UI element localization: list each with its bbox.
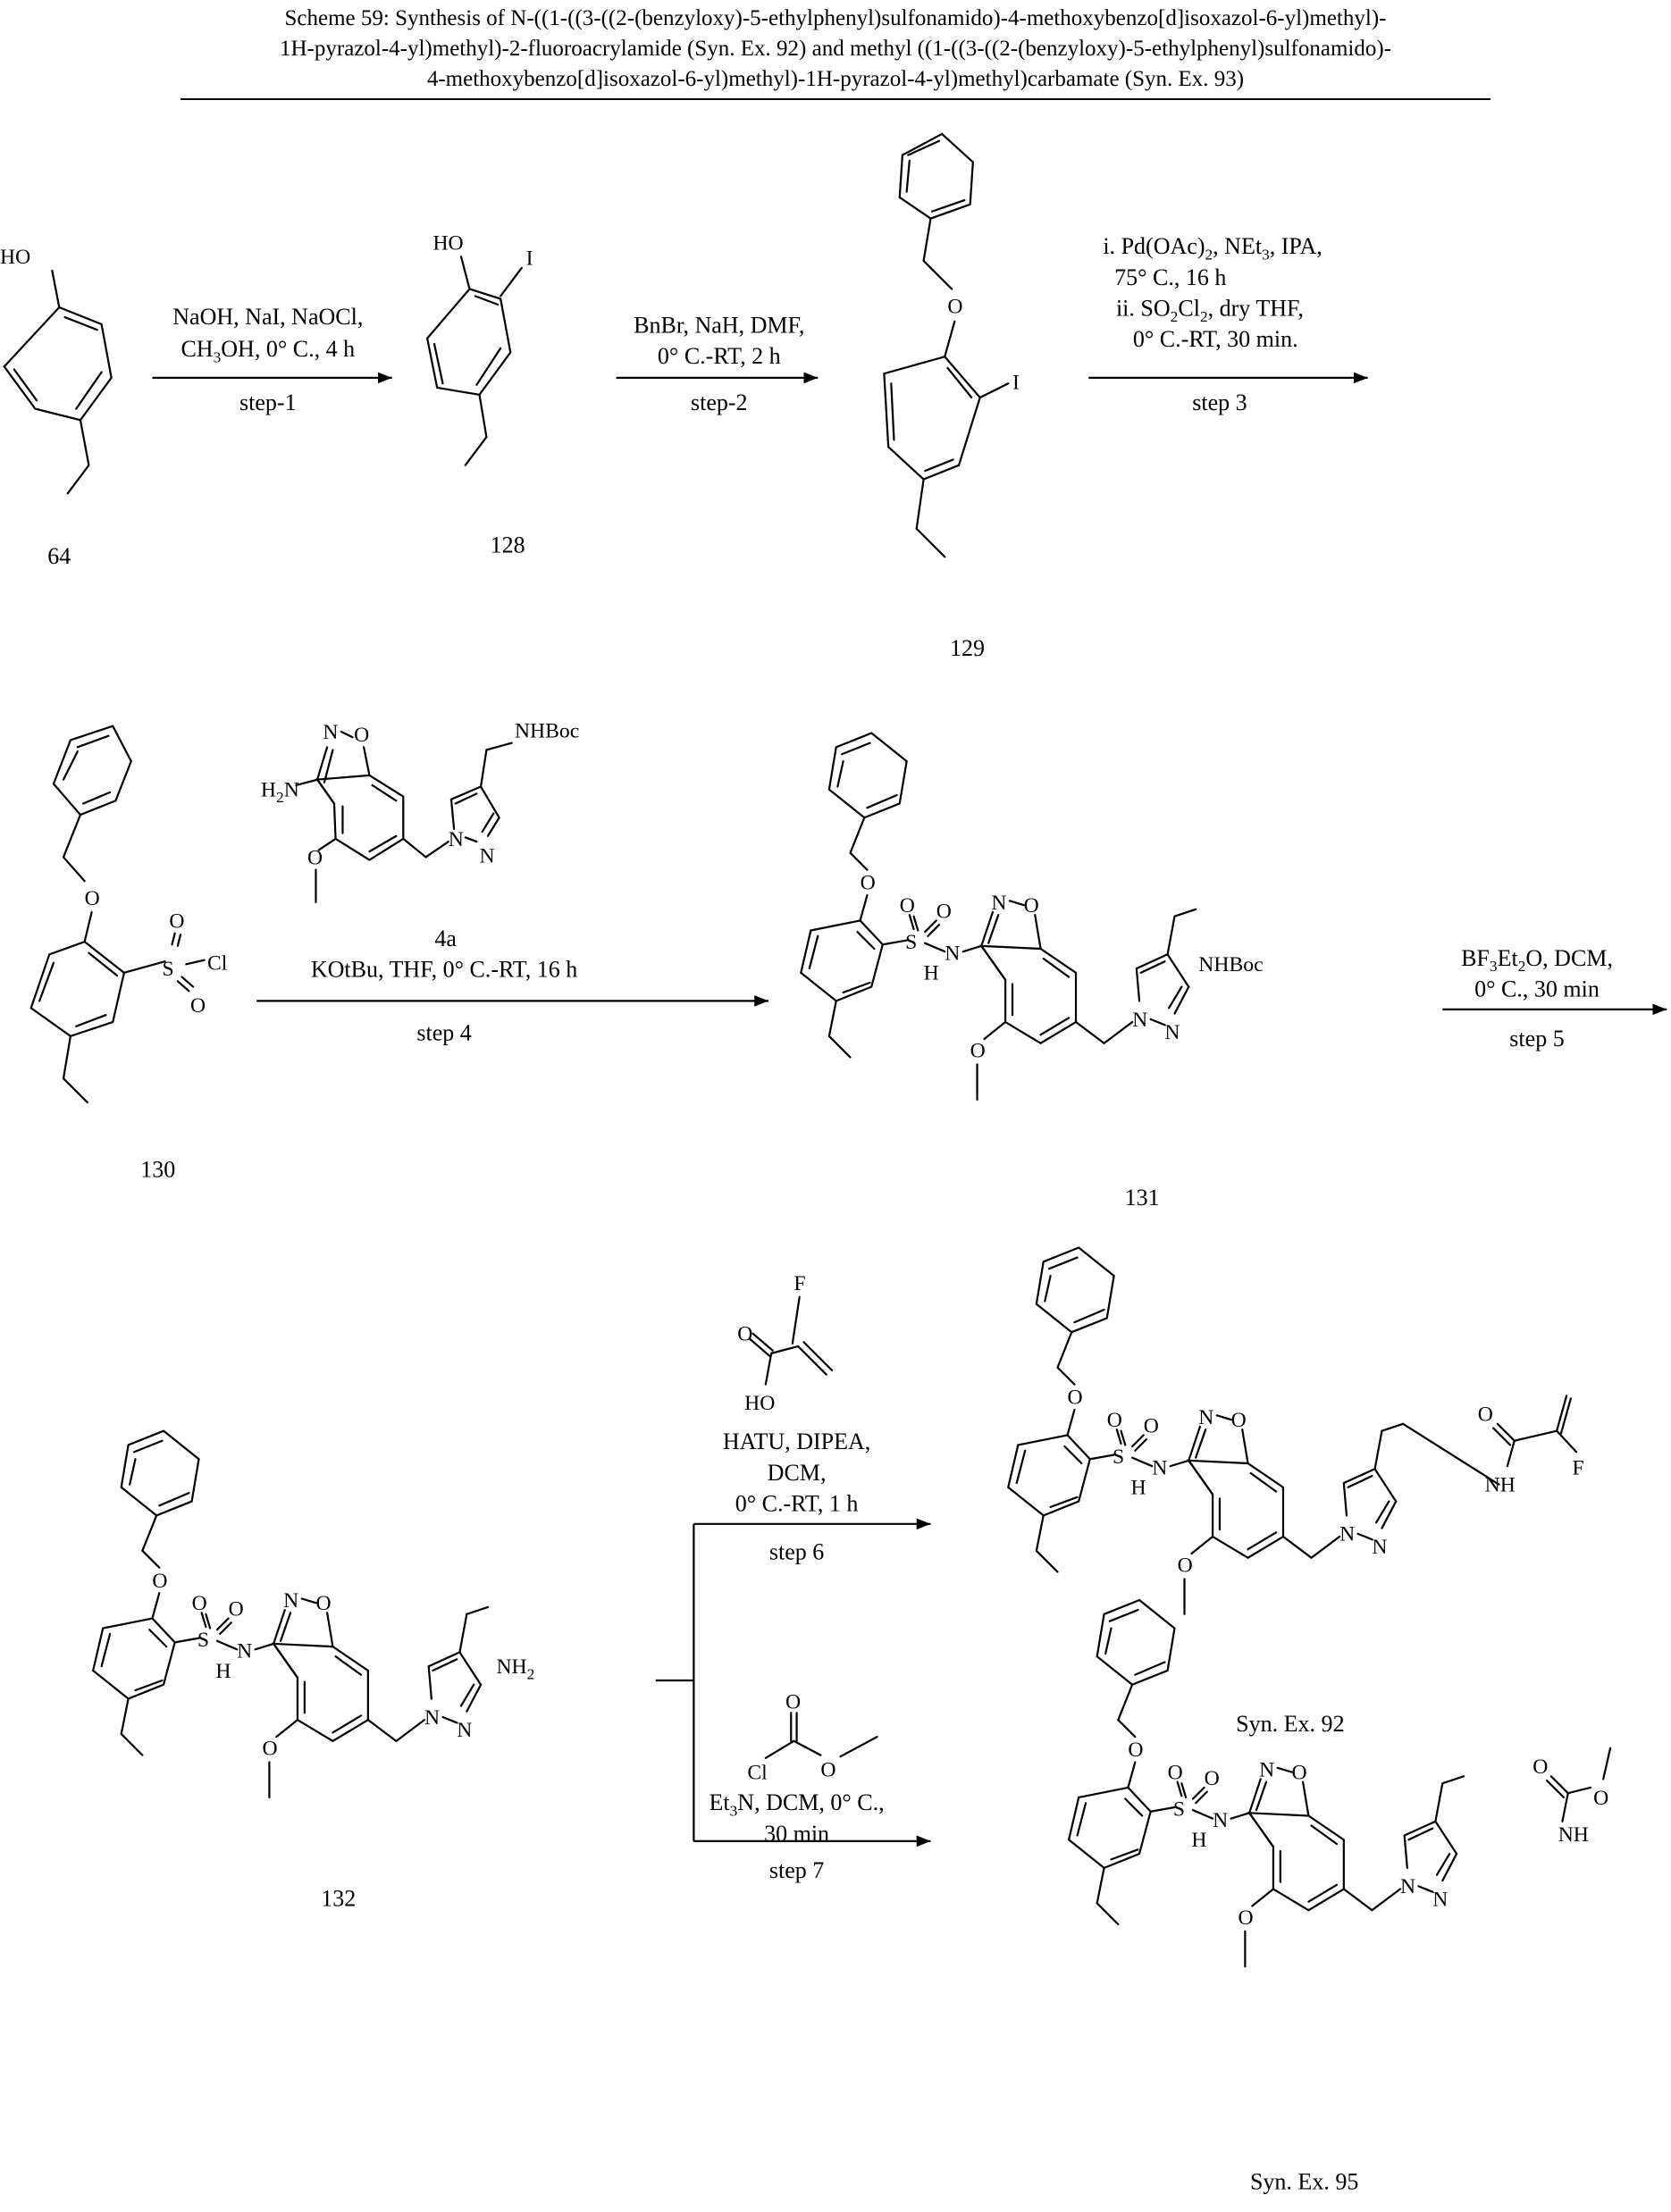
svg-text:step 6: step 6 — [769, 1538, 824, 1564]
svg-text:S: S — [162, 958, 173, 981]
scheme-title: Scheme 59: Synthesis of N-((1-((3-((2-(b… — [179, 4, 1492, 95]
svg-text:0° C.-RT, 2 h: 0° C.-RT, 2 h — [658, 343, 781, 369]
svg-text:O: O — [1532, 1755, 1548, 1779]
svg-text:HO: HO — [432, 231, 463, 255]
arrow-branch — [655, 1518, 931, 1848]
title-line-3: 4-methoxybenzo[d]isoxazol-6-yl)methyl)-1… — [426, 67, 1245, 91]
compound-130: O S O O Cl 130 — [29, 725, 228, 1183]
compound-label-syn-ex-95: Syn. Ex. 95 — [1250, 2169, 1358, 2195]
svg-text:step 4: step 4 — [416, 1020, 471, 1046]
reagent-methyl-chloroformate: O Cl O — [747, 1691, 878, 1784]
compound-label-4a: 4a — [434, 926, 457, 951]
svg-text:NHBoc: NHBoc — [1198, 953, 1263, 976]
compound-132: NH2 132 — [92, 1429, 534, 1911]
compound-label-64: 64 — [47, 543, 71, 569]
arrow-step-5: BF3Et2O, DCM, 0° C., 30 min step 5 — [1442, 945, 1667, 1052]
svg-text:H2N: H2N — [261, 779, 299, 806]
svg-text:0° C.-RT, 30 min.: 0° C.-RT, 30 min. — [1133, 326, 1298, 352]
compound-128: HO I 128 — [425, 231, 533, 558]
arrow-step-3: i. Pd(OAc)2, NEt3, IPA, 75° C., 16 h ii.… — [1088, 233, 1368, 415]
svg-text:F: F — [1572, 1457, 1583, 1480]
svg-text:Cl: Cl — [207, 952, 228, 976]
svg-text:HATU, DIPEA,: HATU, DIPEA, — [723, 1429, 870, 1454]
svg-text:O: O — [169, 909, 184, 933]
compound-label-132: 132 — [321, 1885, 356, 1911]
svg-text:HO: HO — [744, 1392, 775, 1415]
svg-text:step-1: step-1 — [239, 390, 297, 415]
reagent-2-fluoroacrylic-acid: O F HO — [737, 1272, 834, 1415]
svg-text:N: N — [323, 721, 338, 744]
svg-text:NaOH, NaI, NaOCl,: NaOH, NaI, NaOCl, — [172, 304, 363, 330]
svg-text:I: I — [526, 247, 533, 271]
svg-text:BF3Et2O, DCM,: BF3Et2O, DCM, — [1461, 945, 1613, 975]
svg-text:i. Pd(OAc)2, NEt3, IPA,: i. Pd(OAc)2, NEt3, IPA, — [1103, 233, 1322, 263]
svg-text:ii. SO2Cl2, dry THF,: ii. SO2Cl2, dry THF, — [1116, 295, 1304, 324]
svg-text:CH3OH, 0° C., 4 h: CH3OH, 0° C., 4 h — [181, 336, 355, 365]
svg-text:F: F — [794, 1272, 805, 1295]
svg-text:BnBr, NaH, DMF,: BnBr, NaH, DMF, — [634, 312, 804, 338]
svg-text:O: O — [1593, 1787, 1608, 1810]
svg-text:HO: HO — [0, 246, 30, 269]
svg-text:O: O — [785, 1691, 801, 1714]
compound-label-129: 129 — [950, 635, 985, 661]
title-line-1: Scheme 59: Synthesis of N-((1-((3-((2-(b… — [284, 6, 1387, 30]
svg-text:DCM,: DCM, — [768, 1460, 827, 1486]
svg-text:75° C., 16 h: 75° C., 16 h — [1114, 264, 1226, 290]
svg-text:O: O — [190, 994, 206, 1018]
arrow-step-2: BnBr, NaH, DMF, 0° C.-RT, 2 h step-2 — [616, 312, 819, 415]
svg-text:0° C., 30 min: 0° C., 30 min — [1474, 976, 1600, 1002]
svg-text:step 7: step 7 — [769, 1857, 824, 1883]
svg-text:O: O — [354, 724, 369, 747]
conditions-step-7: Et3N, DCM, 0° C., 30 min step 7 — [709, 1789, 884, 1883]
svg-text:0° C.-RT, 1 h: 0° C.-RT, 1 h — [735, 1491, 859, 1517]
svg-text:O: O — [1478, 1403, 1493, 1427]
svg-text:30 min: 30 min — [764, 1821, 829, 1847]
title-divider — [181, 98, 1490, 100]
svg-text:NH2: NH2 — [496, 1655, 534, 1682]
svg-text:O: O — [947, 295, 962, 318]
compound-131: NHBoc 131 — [800, 732, 1264, 1211]
conditions-step-6: HATU, DIPEA, DCM, 0° C.-RT, 1 h step 6 — [723, 1429, 870, 1564]
svg-text:step 3: step 3 — [1192, 390, 1247, 415]
reagent-4a: H2N N O O N N — [261, 719, 579, 951]
svg-text:step-2: step-2 — [691, 390, 748, 415]
svg-text:O: O — [737, 1323, 752, 1346]
svg-text:NHBoc: NHBoc — [515, 719, 579, 742]
svg-text:O: O — [85, 887, 100, 910]
svg-text:NH: NH — [1558, 1823, 1589, 1847]
compound-129: O I 129 — [883, 132, 1020, 661]
svg-text:O: O — [307, 846, 323, 869]
compound-label-130: 130 — [140, 1157, 175, 1183]
compound-64: HO 64 — [0, 246, 113, 569]
svg-text:I: I — [1012, 372, 1020, 395]
arrow-step-1: NaOH, NaI, NaOCl, CH3OH, 0° C., 4 h step… — [152, 304, 392, 415]
svg-text:N: N — [480, 845, 495, 868]
svg-text:Cl: Cl — [747, 1761, 768, 1784]
svg-text:NH: NH — [1485, 1474, 1516, 1497]
compound-label-128: 128 — [491, 532, 525, 558]
title-line-2: 1H-pyrazol-4-yl)methyl)-2-fluoroacrylami… — [279, 37, 1392, 61]
product-syn-ex-95: NH O O Syn. Ex. 95 — [1068, 1598, 1612, 2195]
svg-text:O: O — [820, 1758, 836, 1781]
svg-text:KOtBu, THF, 0° C.-RT, 16 h: KOtBu, THF, 0° C.-RT, 16 h — [311, 957, 578, 983]
svg-text:Et3N, DCM, 0° C.,: Et3N, DCM, 0° C., — [709, 1789, 884, 1819]
compound-label-131: 131 — [1125, 1185, 1160, 1211]
svg-text:N: N — [449, 828, 464, 851]
compound-label-syn-ex-92: Syn. Ex. 92 — [1236, 1711, 1344, 1737]
svg-text:step 5: step 5 — [1509, 1026, 1564, 1052]
product-syn-ex-92: NH O F Syn. Ex. 92 — [1007, 1246, 1584, 1737]
arrow-step-4: KOtBu, THF, 0° C.-RT, 16 h step 4 — [256, 957, 769, 1046]
